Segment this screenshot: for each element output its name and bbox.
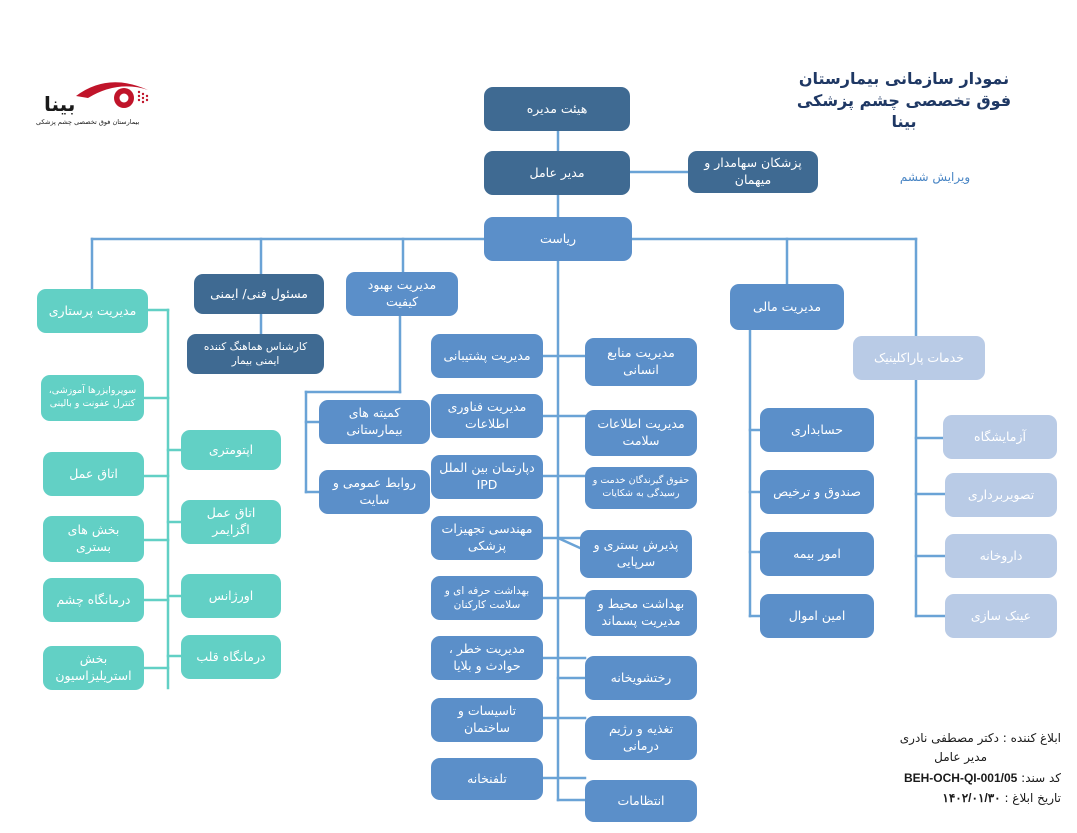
doc-code-value: BEH-OCH-QI-001/05 [903, 771, 1018, 785]
quality-committee-node: کمیته های بیمارستانی [319, 400, 430, 444]
nursing-unit-node: سوپروایزرها آموزشی، کنترل عفونت و بالینی [41, 375, 144, 421]
center-unit-node: بهداشت محیط و مدیریت پسماند [585, 590, 697, 636]
bina-eye-logo-icon [76, 82, 149, 108]
center-unit-node: دپارتمان بین الملل IPD [431, 455, 543, 499]
nursing-unit-node: اپتومتری [181, 430, 281, 470]
board-node: هیئت مدیره [484, 87, 630, 131]
nursing-head-node: مدیریت پرستاری [37, 289, 148, 333]
finance-unit-node: صندوق و ترخیص [760, 470, 874, 514]
nursing-unit-node: درمانگاه چشم [43, 578, 144, 622]
title-line-2: فوق تخصصی چشم پزشکی [796, 90, 1012, 110]
center-unit-node: تغذیه و رژیم درمانی [585, 716, 697, 760]
paraclinic-unit-node: عینک سازی [945, 594, 1057, 638]
nursing-unit-node: اورژانس [181, 574, 281, 618]
logo-word: بینا [44, 92, 76, 116]
paraclinic-unit-node: داروخانه [945, 534, 1057, 578]
nursing-unit-node: بخش استریلیزاسیون [43, 646, 144, 690]
nursing-unit-node: درمانگاه قلب [181, 635, 281, 679]
center-unit-node: تاسیسات و ساختمان [431, 698, 543, 742]
nursing-unit-node: اتاق عمل اگزایمر [181, 500, 281, 544]
center-unit-node: مدیریت خطر ، حوادث و بلایا [431, 636, 543, 680]
public-relations-node: روابط عمومی و سایت [319, 470, 430, 514]
footer-notifier: ابلاغ کننده : دکتر مصطفی نادری [899, 731, 1061, 745]
date-value: ۱۴۰۲/۰۱/۳۰ [942, 791, 1001, 805]
footer-doc-code: کد سند: BEH-OCH-QI-001/05 [904, 771, 1061, 785]
center-unit-node: رختشویخانه [585, 656, 697, 700]
finance-unit-node: امین اموال [760, 594, 874, 638]
physicians-node: پزشکان سهامدار و میهمان [688, 151, 818, 193]
logo-subtitle: بیمارستان فوق تخصصی چشم پزشکی [36, 118, 140, 126]
paraclinic-unit-node: آزمایشگاه [943, 415, 1057, 459]
center-unit-node: مدیریت پشتیبانی [431, 334, 543, 378]
doc-code-label: کد سند: [1021, 771, 1061, 785]
paraclinic-unit-node: تصویربرداری [945, 473, 1057, 517]
nursing-unit-node: اتاق عمل [43, 452, 144, 496]
quality-head-node: مدیریت بهبود کیفیت [346, 272, 458, 316]
presidency-node: ریاست [484, 217, 632, 261]
center-unit-node: حقوق گیرندگان خدمت و رسیدگی به شکایات [585, 467, 697, 509]
edition-label: ویرایش ششم [899, 170, 971, 184]
chart-title: نمودار سازمانی بیمارستان فوق تخصصی چشم پ… [789, 68, 1019, 133]
finance-unit-node: حسابداری [760, 408, 874, 452]
safety-head-node: مسئول فنی/ ایمنی [194, 274, 324, 314]
center-unit-node: مدیریت منابع انسانی [585, 338, 697, 386]
center-unit-node: مدیریت اطلاعات سلامت [585, 410, 697, 456]
center-unit-node: مدیریت فناوری اطلاعات [431, 394, 543, 438]
center-unit-node: تلفنخانه [431, 758, 543, 800]
footer-role: مدیر عامل [934, 750, 987, 764]
ceo-node: مدیر عامل [484, 151, 630, 195]
date-label: تاریخ ابلاغ : [1004, 791, 1061, 805]
title-line-3: بینا [891, 112, 917, 132]
safety-officer-node: کارشناس هماهنگ کننده ایمنی بیمار [187, 334, 324, 374]
center-unit-node: انتظامات [585, 780, 697, 822]
footer-date: تاریخ ابلاغ : ۱۴۰۲/۰۱/۳۰ [942, 791, 1061, 805]
title-line-1: نمودار سازمانی بیمارستان [798, 69, 1010, 88]
nursing-unit-node: بخش های بستری [43, 516, 144, 562]
center-unit-node: بهداشت حرفه ای و سلامت کارکنان [431, 576, 543, 620]
center-unit-node: پذیرش بستری و سرپایی [580, 530, 692, 578]
paraclinic-head-node: خدمات پاراکلینیک [853, 336, 985, 380]
finance-head-node: مدیریت مالی [730, 284, 844, 330]
finance-unit-node: امور بیمه [760, 532, 874, 576]
center-unit-node: مهندسی تجهیزات پزشکی [431, 516, 543, 560]
